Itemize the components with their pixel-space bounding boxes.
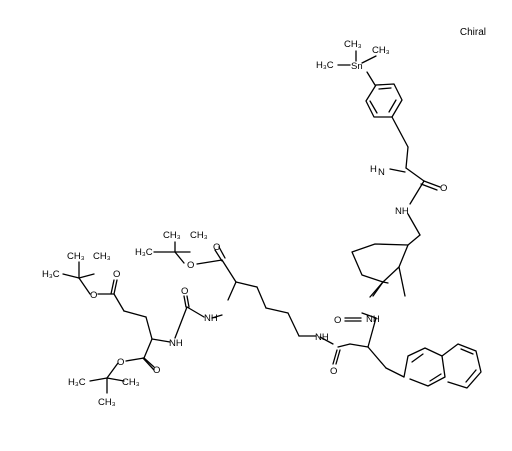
trimethylstannyl-group (337, 50, 377, 86)
ch3-tms-c-label: CH₃ (372, 45, 390, 56)
ch3-boc-top-a-label: CH₃ (163, 230, 181, 241)
ch3-glu-side-a-label: CH₃ (67, 251, 85, 262)
amine-nitrogen-label: N (378, 167, 385, 178)
ch3-tms-b-label: CH₃ (344, 39, 362, 50)
lysine-nh-label: NH (315, 332, 329, 343)
h3c-glu-main-label: H₃C (68, 377, 86, 388)
glu-side-carbonyl-o-label: O (113, 269, 120, 280)
naphthalene-ring (403, 343, 482, 389)
glu-main-carbonyl-o-label: O (153, 365, 160, 376)
boc-top-carbonyl-o-label: O (213, 242, 220, 253)
h3c-glu-side-label: H₃C (42, 269, 60, 280)
tin-atom-label: Sn (351, 61, 363, 72)
glutamate-residue (62, 261, 155, 394)
lysine-chain (196, 246, 317, 337)
urea-nh-right-label: NH (204, 313, 218, 324)
urea-oxygen-label: O (181, 286, 188, 297)
h3c-tms-a-label: H₃C (316, 60, 334, 71)
phenyl-ring (365, 83, 403, 118)
amide-oxygen-a-label: O (440, 183, 447, 194)
ch3-glu-side-b-label: CH₃ (93, 251, 111, 262)
urea-nh-left-label: NH (169, 338, 183, 349)
naphthylalanine-segment (319, 312, 405, 378)
boc-top-ether-o-label: O (187, 260, 194, 271)
urea-linker (151, 295, 223, 343)
glu-side-ether-o-label: O (90, 290, 97, 301)
amide-nitrogen-a-label: NH (395, 206, 409, 217)
ch3-glu-main-a-label: CH₃ (98, 397, 116, 408)
amine-hydrogen-label: H (370, 164, 377, 175)
glu-main-ether-o-label: O (117, 357, 124, 368)
naphthyl-amide-nh-label: NH (366, 314, 380, 325)
aminoacyl-chain (389, 116, 441, 236)
ch3-glu-main-b-label: CH₃ (122, 377, 140, 388)
naphthyl-carbonyl-o-label: O (330, 366, 337, 377)
tert-butyl-top (153, 241, 191, 264)
atom-labels: Sn H₃C CH₃ CH₃ N H O NH O NH O NH O O H₃… (42, 39, 447, 408)
amide-oxygen-b-label: O (334, 315, 341, 326)
ch3-boc-top-b-label: CH₃ (190, 230, 208, 241)
chiral-flag: Chiral (459, 27, 486, 38)
cyclohexane-ring (351, 234, 421, 298)
h3c-boc-top-label: H₃C (135, 247, 153, 258)
